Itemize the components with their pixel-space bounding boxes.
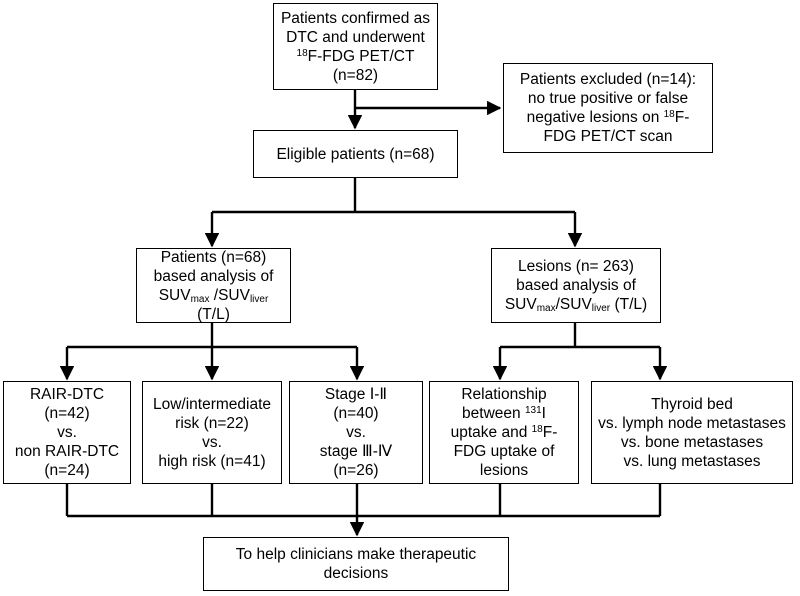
node-text: Stage Ⅰ-Ⅱ xyxy=(324,386,388,403)
node-text: SUVmax /SUVliver xyxy=(158,286,269,305)
node-text: vs. xyxy=(346,424,366,441)
node-eligible-patients: Eligible patients (n=68) xyxy=(253,130,458,178)
node-text: lesions xyxy=(479,462,529,479)
node-text: stage Ⅲ-Ⅳ xyxy=(319,443,393,460)
node-text: (n=40) xyxy=(333,405,379,422)
node-patients-confirmed: Patients confirmed as DTC and underwent … xyxy=(273,3,438,90)
node-text: To help clinicians make therapeutic xyxy=(235,546,477,563)
node-relationship-uptake: Relationship between 131I uptake and 18F… xyxy=(429,381,579,484)
node-text: (n=42) xyxy=(44,405,90,422)
node-text: risk (n=22) xyxy=(175,414,249,432)
node-lesions-based-analysis: Lesions (n= 263) based analysis of SUVma… xyxy=(491,248,661,323)
node-rair-dtc-comparison: RAIR-DTC (n=42) vs. non RAIR-DTC (n=24) xyxy=(3,381,131,484)
node-text: FDG uptake of xyxy=(453,443,555,460)
node-text: (n=82) xyxy=(332,66,379,84)
node-text: (n=24) xyxy=(44,462,90,479)
node-text: vs. xyxy=(57,424,77,441)
node-risk-comparison: Low/intermediate risk (n=22) vs. high ri… xyxy=(142,381,282,484)
node-text: (n=26) xyxy=(333,462,379,479)
node-text: RAIR-DTC xyxy=(29,386,105,403)
node-text: Relationship xyxy=(461,386,547,403)
node-text: based analysis of xyxy=(153,267,274,285)
node-text: Low/intermediate xyxy=(152,395,272,413)
node-patients-based-analysis: Patients (n=68) based analysis of SUVmax… xyxy=(136,248,291,323)
node-text: no true positive or false xyxy=(527,90,689,107)
node-help-clinicians: To help clinicians make therapeutic deci… xyxy=(203,537,509,591)
node-text: (T/L) xyxy=(197,305,230,323)
node-text: Patients confirmed as xyxy=(280,9,431,27)
node-text: SUVmax/SUVliver (T/L) xyxy=(504,296,648,314)
node-text: decisions xyxy=(323,565,389,582)
node-thyroid-bed-comparison: Thyroid bed vs. lymph node metastases vs… xyxy=(591,381,793,484)
node-text: uptake and 18F- xyxy=(450,424,558,441)
node-text: Lesions (n= 263) xyxy=(518,258,634,275)
node-text: vs. xyxy=(202,433,222,451)
node-text: Eligible patients (n=68) xyxy=(276,145,435,163)
node-text: negative lesions on 18F- xyxy=(526,109,690,126)
node-text: between 131I xyxy=(462,405,546,422)
node-text: vs. lymph node metastases xyxy=(598,414,786,432)
node-stage-comparison: Stage Ⅰ-Ⅱ (n=40) vs. stage Ⅲ-Ⅳ (n=26) xyxy=(289,381,423,484)
node-text: vs. bone metastases xyxy=(620,433,764,451)
node-text: non RAIR-DTC xyxy=(14,443,120,460)
node-patients-excluded: Patients excluded (n=14): no true positi… xyxy=(503,63,713,153)
node-text: FDG PET/CT scan xyxy=(543,128,673,145)
node-text: high risk (n=41) xyxy=(158,452,266,470)
node-text: Patients (n=68) xyxy=(160,248,267,266)
node-text: based analysis of xyxy=(516,277,636,294)
node-text: DTC and underwent xyxy=(286,28,425,46)
node-text: Thyroid bed xyxy=(651,395,733,413)
node-text: Patients excluded (n=14): xyxy=(519,71,697,88)
node-text: vs. lung metastases xyxy=(623,452,761,470)
node-text: 18F-FDG PET/CT xyxy=(296,47,415,65)
